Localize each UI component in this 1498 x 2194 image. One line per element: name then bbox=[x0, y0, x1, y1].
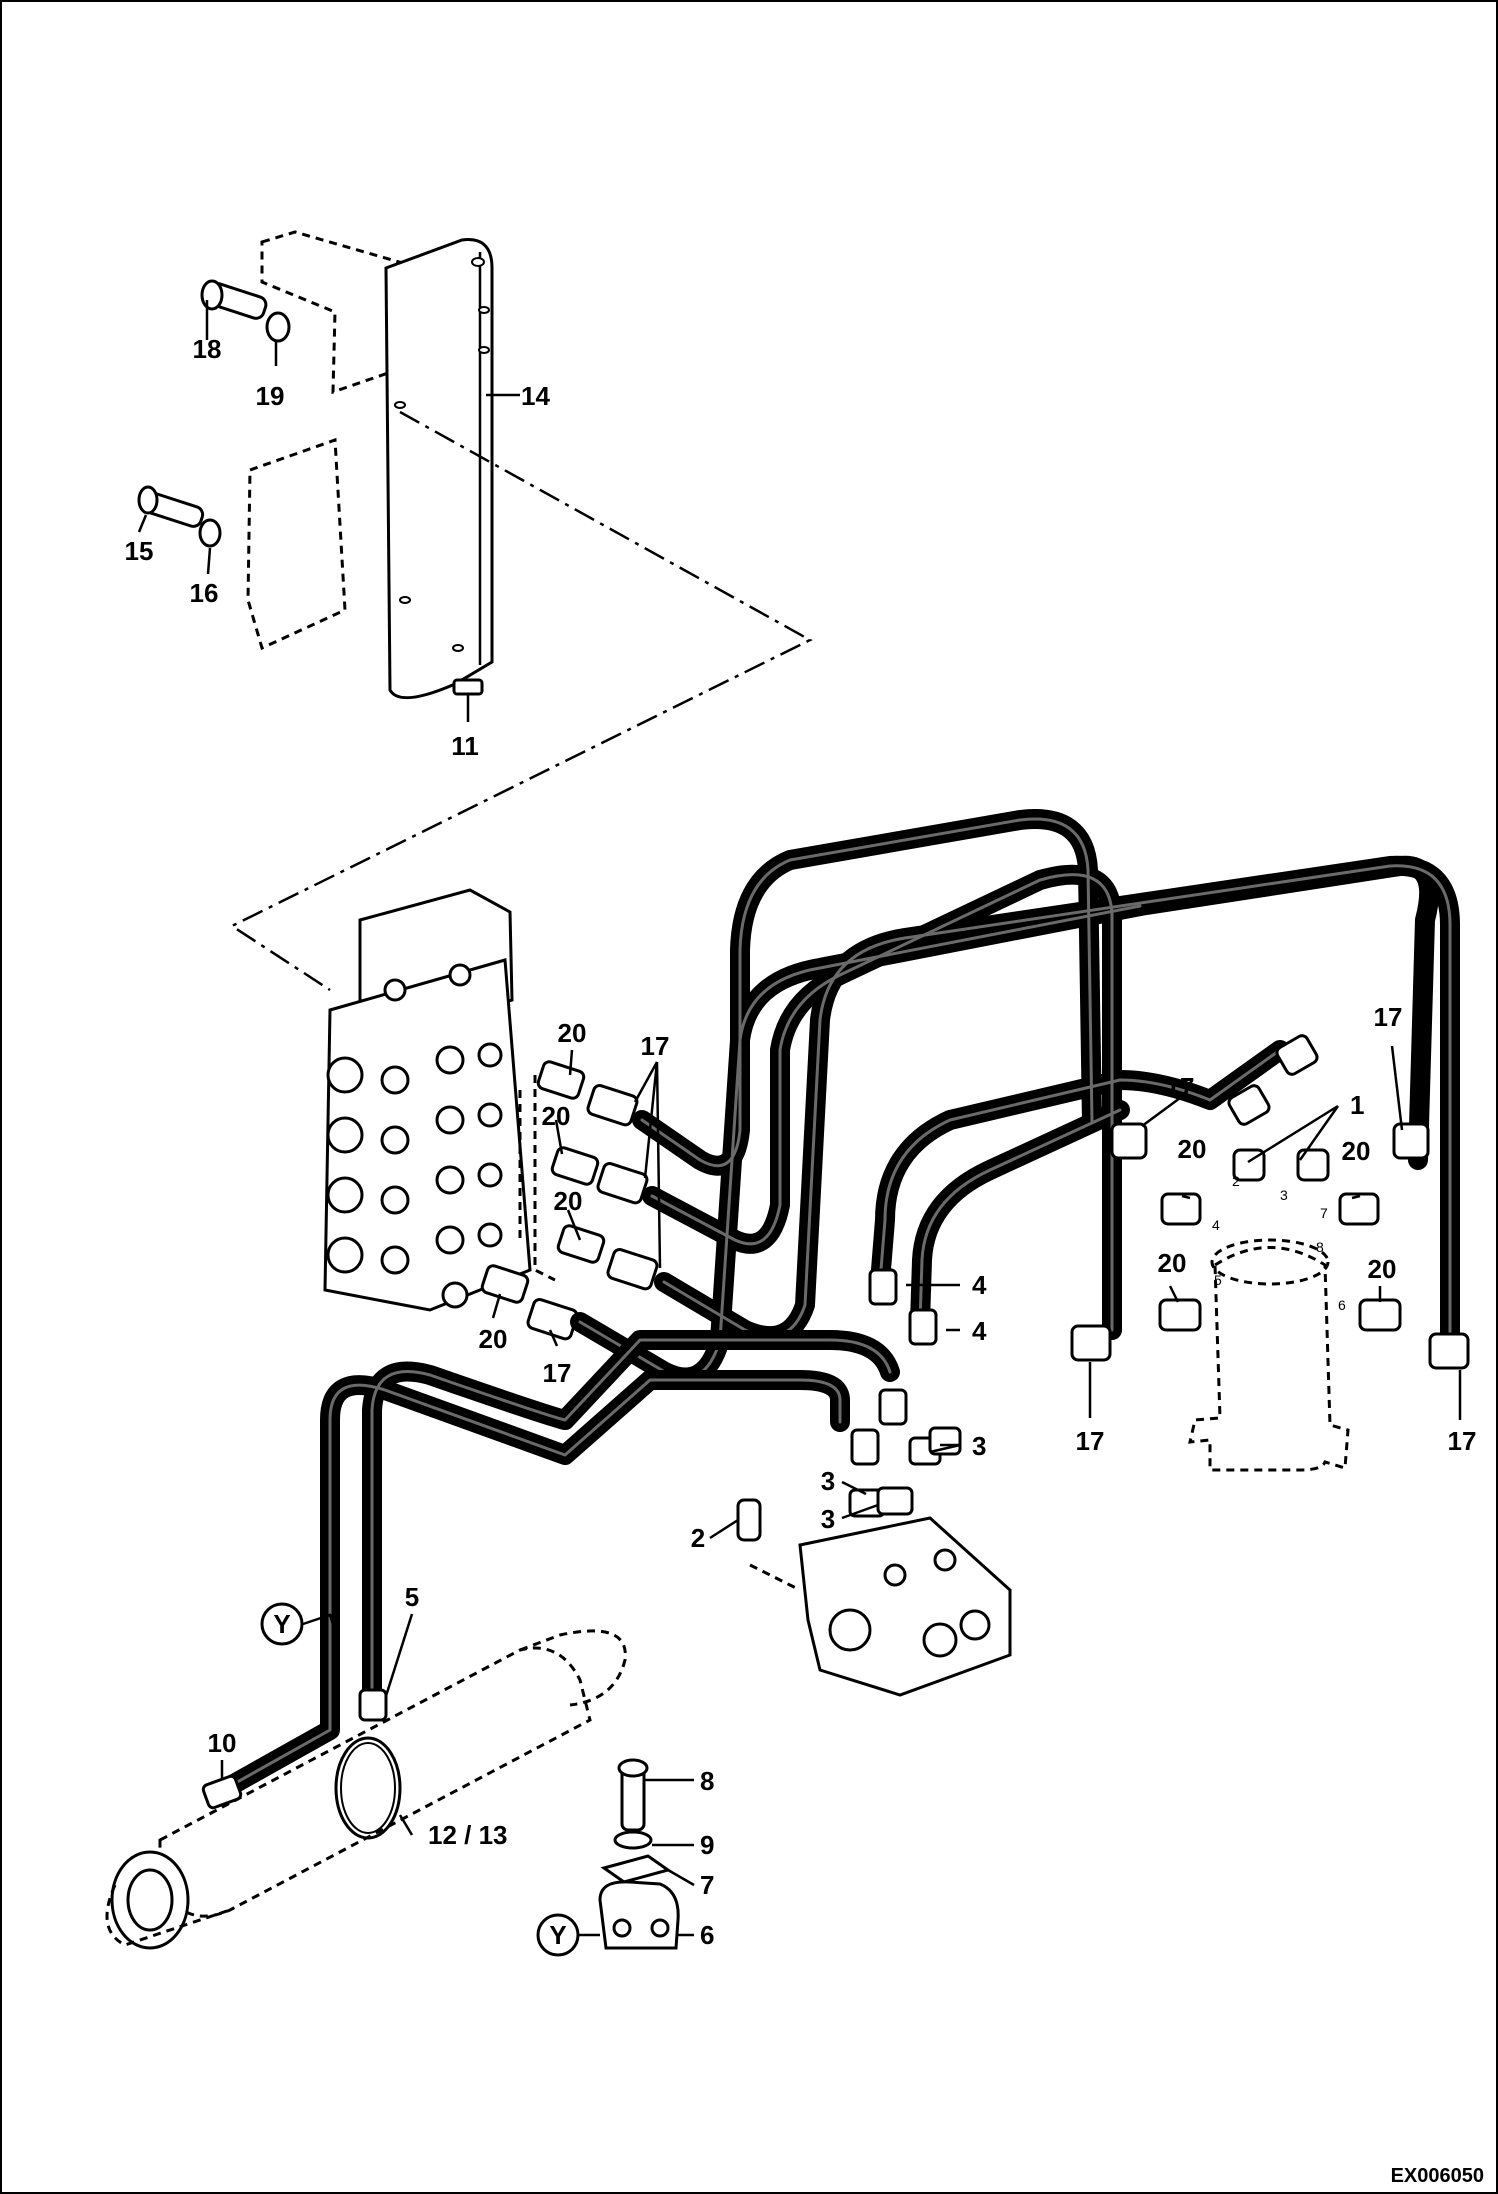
callout-19: 19 bbox=[256, 381, 285, 411]
callout-12-13: 12 / 13 bbox=[428, 1820, 508, 1850]
washer-16 bbox=[198, 518, 222, 548]
assembly-center-line bbox=[229, 410, 813, 992]
clamp-detail bbox=[598, 1758, 680, 1950]
svg-text:2: 2 bbox=[1232, 1173, 1240, 1189]
svg-text:Y: Y bbox=[273, 1609, 290, 1639]
callout-17-a: 17 bbox=[641, 1031, 670, 1061]
hose-clamp-12-13 bbox=[334, 1736, 402, 1840]
svg-text:4: 4 bbox=[1212, 1217, 1220, 1233]
callout-20-b: 20 bbox=[542, 1101, 571, 1131]
hose-bundle-upper bbox=[570, 809, 1460, 1388]
plug-2 bbox=[736, 1498, 762, 1542]
detail-marker-y-upper: Y bbox=[260, 1602, 304, 1646]
callout-4-a: 4 bbox=[972, 1270, 987, 1300]
hydraulic-cylinder bbox=[105, 1629, 627, 1950]
callout-20-a: 20 bbox=[558, 1018, 587, 1048]
callout-20-e: 20 bbox=[1178, 1134, 1207, 1164]
bolt-15 bbox=[137, 485, 205, 528]
bolt-18 bbox=[200, 279, 268, 320]
main-control-valve bbox=[323, 888, 556, 1312]
washer-11 bbox=[452, 678, 484, 696]
callout-15: 15 bbox=[125, 536, 154, 566]
callout-17-b: 17 bbox=[543, 1358, 572, 1388]
drawing-reference: EX006050 bbox=[1391, 2165, 1484, 2187]
svg-text:6: 6 bbox=[1338, 1297, 1346, 1313]
callout-2: 2 bbox=[691, 1523, 705, 1553]
callout-5: 5 bbox=[405, 1582, 419, 1612]
callout-16: 16 bbox=[190, 578, 219, 608]
callout-6: 6 bbox=[700, 1920, 714, 1950]
callout-17-e: 17 bbox=[1076, 1426, 1105, 1456]
valve-fittings bbox=[480, 1060, 659, 1341]
swivel-port-marks: 2 3 4 5 6 7 8 bbox=[1212, 1173, 1346, 1313]
callout-8: 8 bbox=[700, 1766, 714, 1796]
callout-1: 1 bbox=[1350, 1090, 1364, 1120]
callout-9: 9 bbox=[700, 1830, 714, 1860]
callout-20-g: 20 bbox=[1158, 1248, 1187, 1278]
callouts: 18 19 14 15 16 11 20 17 20 20 20 17 17 1… bbox=[125, 334, 1477, 1950]
mounting-bracket bbox=[246, 230, 494, 700]
hose-bundle-lower bbox=[222, 1330, 900, 1795]
callout-3-b: 3 bbox=[821, 1466, 835, 1496]
callout-10: 10 bbox=[208, 1728, 237, 1758]
callout-17-f: 17 bbox=[1448, 1426, 1477, 1456]
aux-control-valve bbox=[749, 1388, 1012, 1697]
callout-20-h: 20 bbox=[1368, 1254, 1397, 1284]
callout-14: 14 bbox=[521, 381, 550, 411]
washer-19 bbox=[265, 311, 291, 343]
callout-18: 18 bbox=[193, 334, 222, 364]
cylinder-fittings bbox=[201, 1688, 388, 1810]
callout-7: 7 bbox=[700, 1870, 714, 1900]
callout-4-b: 4 bbox=[972, 1316, 987, 1346]
callout-17-d: 17 bbox=[1374, 1002, 1403, 1032]
detail-marker-y-lower: Y bbox=[536, 1913, 580, 1957]
callout-20-d: 20 bbox=[479, 1324, 508, 1354]
leader-lines bbox=[137, 300, 1462, 1937]
swivel-joint bbox=[1158, 1148, 1402, 1472]
svg-text:8: 8 bbox=[1316, 1239, 1324, 1255]
callout-20-f: 20 bbox=[1342, 1136, 1371, 1166]
callout-17-c: 17 bbox=[1166, 1072, 1195, 1102]
callout-11: 11 bbox=[451, 731, 479, 761]
svg-text:3: 3 bbox=[1280, 1187, 1288, 1203]
svg-text:5: 5 bbox=[1214, 1272, 1222, 1288]
svg-text:Y: Y bbox=[549, 1920, 566, 1950]
hose-end-fittings bbox=[868, 1034, 1470, 1370]
callout-20-c: 20 bbox=[554, 1186, 583, 1216]
callout-3-c: 3 bbox=[821, 1504, 835, 1534]
callout-3-a: 3 bbox=[972, 1431, 986, 1461]
svg-text:7: 7 bbox=[1320, 1205, 1328, 1221]
